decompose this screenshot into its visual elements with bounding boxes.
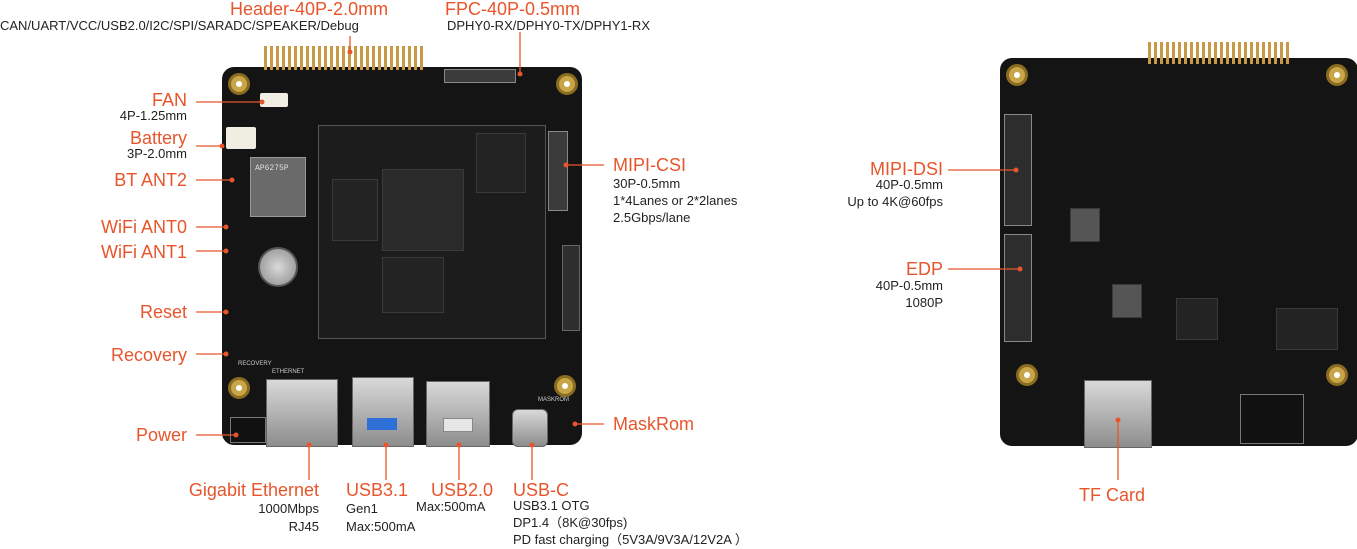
back-chip-3 <box>1176 298 1218 340</box>
desc-ethernet-2: RJ45 <box>288 519 319 534</box>
desc-edp-1: 40P-0.5mm <box>875 278 943 293</box>
desc-usb31-2: Max:500mA <box>346 519 416 534</box>
label-wifi-ant0: WiFi ANT0 <box>100 217 187 237</box>
label-mipi-dsi: MIPI-DSI <box>869 159 943 179</box>
desc-fan: 4P-1.25mm <box>119 108 187 123</box>
desc-header: CAN/UART/VCC/USB2.0/I2C/SPI/SARADC/SPEAK… <box>0 18 359 33</box>
label-reset: Reset <box>139 302 187 322</box>
label-usb31: USB3.1 <box>346 480 409 500</box>
silk-maskrom: MASKROM <box>538 397 570 403</box>
desc-mipi-csi-1: 30P-0.5mm <box>613 176 681 191</box>
desc-usbc-1: USB3.1 OTG <box>513 498 590 513</box>
label-wifi-ant1: WiFi ANT1 <box>100 242 187 262</box>
desc-usbc-2: DP1.4（8K@30fps) <box>513 515 628 530</box>
wifi-module-label: AP6275P <box>255 164 289 173</box>
label-power: Power <box>135 425 187 445</box>
label-fan: FAN <box>151 90 187 110</box>
label-battery: Battery <box>129 128 187 148</box>
label-fpc: FPC-40P-0.5mm <box>445 0 581 19</box>
edp-connector <box>1004 234 1032 342</box>
label-usb20: USB2.0 <box>431 480 494 500</box>
back-chip-2 <box>1112 284 1142 318</box>
soc-chip <box>382 169 464 251</box>
back-chip-4 <box>1276 308 1338 350</box>
desc-fpc: DPHY0-RX/DPHY0-TX/DPHY1-RX <box>447 18 650 33</box>
desc-usbc-3: PD fast charging（5V3A/9V3A/12V2A ） <box>513 532 748 547</box>
back-header-pins <box>1148 42 1289 64</box>
label-mipi-csi: MIPI-CSI <box>613 155 687 175</box>
label-edp: EDP <box>905 259 943 279</box>
fpc-connector <box>444 69 516 83</box>
label-tf-card: TF Card <box>1079 485 1146 505</box>
desc-usb20-1: Max:500mA <box>416 499 486 514</box>
desc-mipi-csi-2: 1*4Lanes or 2*2lanes <box>613 193 738 208</box>
label-ethernet: Gigabit Ethernet <box>188 480 319 500</box>
usb31-port <box>352 377 414 447</box>
label-maskrom: MaskRom <box>613 414 695 434</box>
ram-chip-2 <box>476 133 526 193</box>
ethernet-port <box>266 379 338 447</box>
coin-battery <box>258 247 298 287</box>
label-usbc: USB-C <box>513 480 570 500</box>
desc-mipi-dsi-2: Up to 4K@60fps <box>847 194 943 209</box>
desc-battery: 3P-2.0mm <box>127 146 187 161</box>
label-recovery: Recovery <box>110 345 187 365</box>
wifi-module: AP6275P <box>250 157 306 217</box>
ram-chip-3 <box>382 257 444 313</box>
back-chip-1 <box>1070 208 1100 242</box>
csi-connector <box>548 131 568 211</box>
board-front: AP6275P ETHERNET RECOVERY MASKROM <box>222 67 582 447</box>
desc-edp-2: 1080P <box>905 295 943 310</box>
fan-connector <box>260 93 288 107</box>
back-connector <box>1240 394 1304 444</box>
header-pins <box>264 46 423 70</box>
desc-mipi-dsi-1: 40P-0.5mm <box>875 177 943 192</box>
power-connector <box>230 417 266 443</box>
silk-recovery: RECOVERY <box>238 361 272 367</box>
dsi-connector-front <box>562 245 580 331</box>
silk-ethernet: ETHERNET <box>272 369 305 375</box>
ram-chip-1 <box>332 179 378 241</box>
battery-connector <box>226 127 256 149</box>
desc-ethernet-1: 1000Mbps <box>258 501 319 516</box>
desc-usb31-1: Gen1 <box>346 501 378 516</box>
label-bt-ant2: BT ANT2 <box>114 170 187 190</box>
desc-mipi-csi-3: 2.5Gbps/lane <box>613 210 691 225</box>
board-back <box>1000 58 1357 448</box>
label-header: Header-40P-2.0mm <box>230 0 389 19</box>
